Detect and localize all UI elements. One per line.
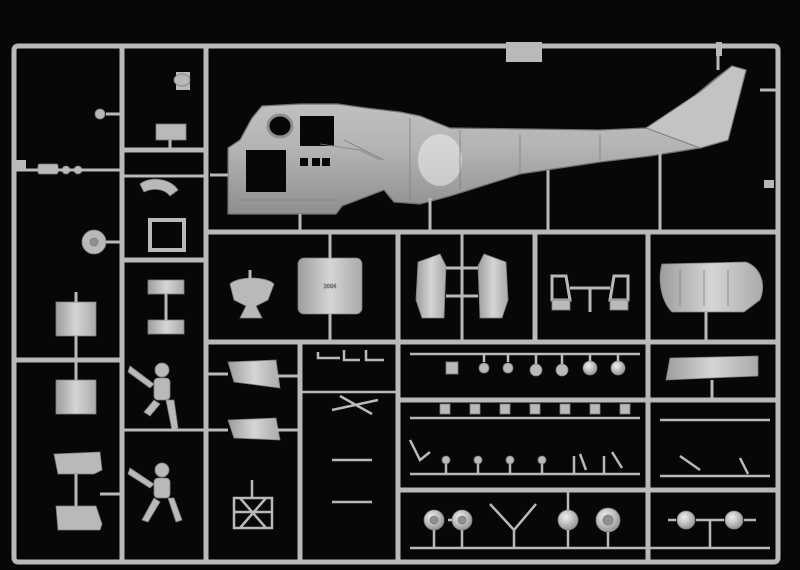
mid-column-parts bbox=[122, 73, 206, 523]
row2-parts: 2004 bbox=[229, 232, 763, 342]
fuselage-half bbox=[210, 48, 778, 232]
left-column-parts bbox=[14, 108, 122, 531]
sprue-frame bbox=[11, 43, 781, 565]
panel-mark: 2004 bbox=[324, 284, 337, 290]
row3-parts bbox=[206, 350, 770, 550]
pilot-figure bbox=[127, 362, 179, 431]
pilot-figure bbox=[127, 462, 183, 523]
bottom-wheels bbox=[423, 507, 744, 533]
